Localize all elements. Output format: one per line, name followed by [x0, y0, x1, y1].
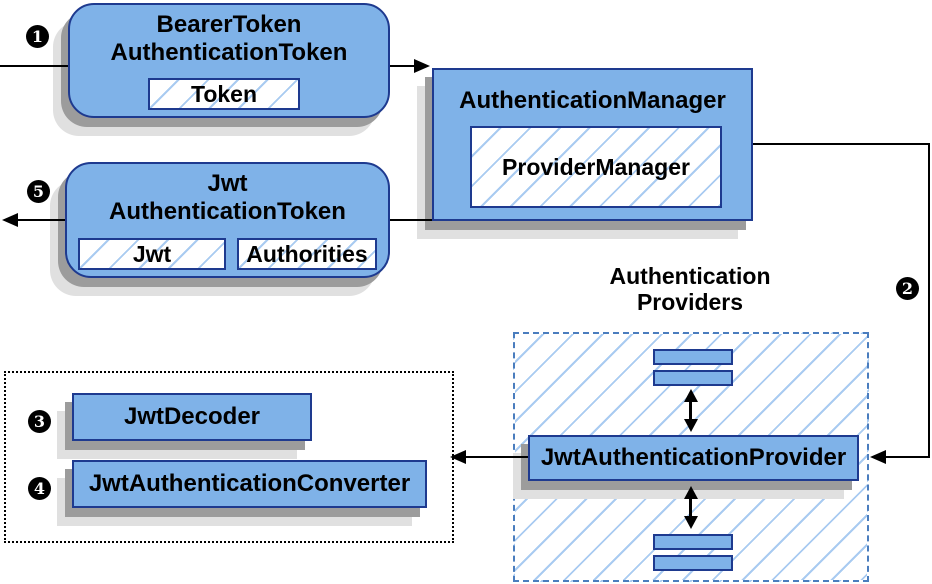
jwt-authentication-converter-label: JwtAuthenticationConverter	[88, 470, 411, 497]
authorities-slot: Authorities	[237, 238, 377, 270]
bearer-to-manager-line	[390, 65, 416, 67]
jwt-slot: Jwt	[78, 238, 226, 270]
step-1-number: 1	[31, 27, 44, 46]
step-1-badge: 1	[26, 25, 49, 48]
authorities-slot-label: Authorities	[246, 240, 368, 267]
manager-to-provider-line-top	[753, 143, 930, 145]
other-provider-bar-bottom-2	[653, 555, 733, 571]
step-5-badge: 5	[27, 180, 50, 203]
authentication-providers-label-line2: Providers	[636, 289, 744, 315]
step-3-number: 3	[33, 412, 46, 431]
jwt-authentication-provider-label: JwtAuthenticationProvider	[540, 444, 847, 471]
bearer-token-title-line1: BearerToken	[156, 11, 302, 38]
token-slot: Token	[148, 78, 300, 110]
step-3-badge: 3	[28, 410, 51, 433]
jwt-slot-label: Jwt	[132, 240, 172, 267]
authentication-manager-title: AuthenticationManager	[434, 87, 751, 115]
bearer-to-manager-arrowhead-icon	[414, 59, 430, 73]
token-slot-label: Token	[190, 80, 258, 107]
other-provider-bar-bottom-1	[653, 534, 733, 550]
incoming-request-line	[0, 65, 68, 67]
other-provider-bar-top-2	[653, 370, 733, 386]
double-arrow-top-up-icon	[684, 389, 698, 402]
outgoing-result-line	[18, 219, 65, 221]
step-5-number: 5	[32, 182, 45, 201]
manager-to-jwt-token-line	[390, 219, 432, 221]
step-2-badge: 2	[896, 277, 919, 300]
outgoing-result-arrowhead-icon	[2, 213, 18, 227]
double-arrow-bottom-down-icon	[684, 516, 698, 529]
jwt-authentication-token-title: Jwt AuthenticationToken	[67, 170, 388, 226]
jwt-decoder-node: JwtDecoder	[72, 393, 312, 441]
provider-to-dependencies-arrowhead-icon	[450, 450, 466, 464]
bearer-token-authentication-token-node: BearerToken AuthenticationToken	[68, 3, 390, 118]
manager-to-provider-arrowhead-icon	[870, 450, 886, 464]
step-2-number: 2	[901, 279, 914, 298]
step-4-badge: 4	[28, 477, 51, 500]
manager-to-provider-line-bottom	[886, 456, 930, 458]
provider-manager-slot-label: ProviderManager	[502, 153, 690, 180]
double-arrow-bottom-up-icon	[684, 486, 698, 499]
jwt-decoder-label: JwtDecoder	[123, 403, 261, 430]
bearer-token-title-line2: AuthenticationToken	[110, 39, 348, 66]
double-arrow-top-down-icon	[684, 419, 698, 432]
provider-to-dependencies-line	[466, 456, 528, 458]
jwt-authentication-token-title-line2: AuthenticationToken	[109, 198, 346, 225]
provider-manager-slot: ProviderManager	[470, 126, 722, 208]
authentication-manager-title-text: AuthenticationManager	[459, 87, 726, 114]
manager-to-provider-line-right	[928, 143, 930, 458]
step-4-number: 4	[33, 479, 46, 498]
jwt-authentication-provider-node: JwtAuthenticationProvider	[528, 435, 859, 481]
authentication-providers-label: Authentication Providers	[558, 263, 822, 315]
jwt-authentication-converter-node: JwtAuthenticationConverter	[72, 460, 427, 508]
jwt-authentication-token-title-line1: Jwt	[207, 170, 248, 197]
bearer-token-title: BearerToken AuthenticationToken	[70, 11, 388, 67]
double-arrow-top-shaft	[689, 401, 692, 420]
authentication-providers-label-line1: Authentication	[609, 263, 771, 289]
double-arrow-bottom-shaft	[689, 498, 692, 517]
other-provider-bar-top-1	[653, 349, 733, 365]
